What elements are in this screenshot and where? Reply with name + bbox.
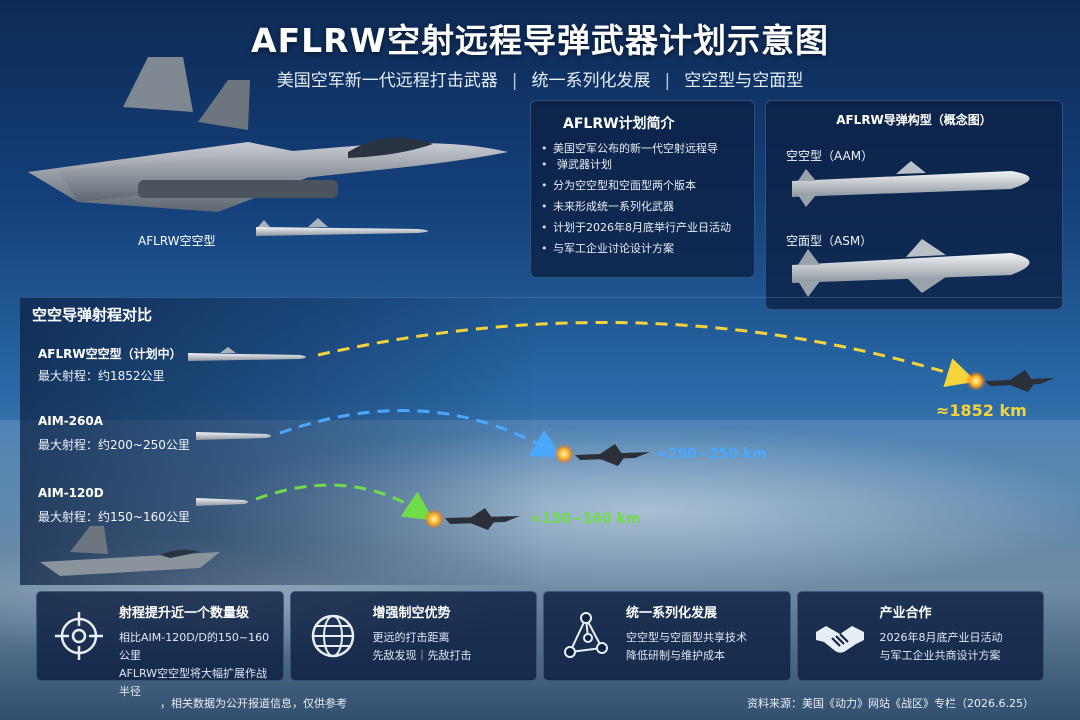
row-name-aim120d: AIM-120D (38, 486, 104, 500)
friendly-jet-illustration (40, 526, 220, 576)
feature-title: 射程提升近一个数量级 (119, 606, 250, 621)
trajectory-diagram (40, 321, 1055, 576)
missile-concept-panel: AFLRW导弹构型（概念图） 空空型（AAM） 空面型（ASM） (765, 100, 1063, 310)
aam-label: 空空型（AAM） (786, 149, 874, 163)
page-title: AFLRW空射远程导弹武器计划示意图 (251, 21, 829, 60)
feature-line: 与军工企业共商设计方案 (879, 649, 1001, 662)
feature-line: 2026年8月底产业日活动 (879, 631, 1003, 644)
handshake-icon (815, 626, 864, 653)
feature-title: 统一系列化发展 (626, 606, 718, 621)
trajectory-aim260a (279, 409, 563, 459)
impact-flash (424, 509, 444, 529)
trajectory-aim120d (255, 483, 435, 521)
subtitle-part: 统一系列化发展 (531, 71, 651, 91)
feature-card: 统一系列化发展 空空型与空面型共享技术 降低研制与维护成本 (543, 591, 791, 681)
missile-aflrw (188, 347, 306, 361)
intro-list: 美国空军公布的新一代空射远程导 弹武器计划 分为空空型和空面型两个版本 未来形成… (541, 141, 744, 257)
feature-line: 降低研制与维护成本 (626, 649, 725, 662)
footer-source: 资料来源：美国《动力》网站《战区》专栏（2026.6.25） (747, 697, 1034, 710)
hero-fighter-jet-illustration (28, 57, 508, 236)
page-subtitle: 美国空军新一代远程打击武器|统一系列化发展|空空型与空面型 (276, 71, 804, 91)
feature-title: 增强制空优势 (372, 606, 451, 621)
hero-missile-label: AFLRW空空型 (138, 234, 216, 248)
subtitle-part: 美国空军新一代远程打击武器 (276, 71, 498, 91)
asm-label: 空面型（ASM） (786, 234, 873, 248)
crosshair-icon (55, 612, 103, 660)
target-jet (445, 508, 520, 530)
intro-item: 计划于2026年8月底举行产业日活动 (541, 220, 744, 236)
concept-title: AFLRW导弹构型（概念图） (836, 113, 992, 127)
globe-icon (311, 614, 354, 658)
impact-flash (554, 444, 574, 464)
impact-flash (966, 371, 986, 391)
feature-line: AFLRW空空型将大幅扩展作战半径 (119, 667, 268, 698)
intro-title: AFLRW计划简介 (563, 116, 675, 132)
intro-item: 分为空空型和空面型两个版本 (541, 178, 744, 194)
feature-title: 产业合作 (879, 606, 932, 621)
row-range-aim120d: 最大射程：约150~160公里 (38, 510, 190, 524)
network-icon (564, 612, 608, 658)
row-name-aflrw: AFLRW空空型（计划中） (38, 347, 182, 361)
feature-card: 产业合作 2026年8月底产业日活动 与军工企业共商设计方案 (796, 591, 1044, 681)
feature-card: 射程提升近一个数量级 相比AIM-120D/D的150~160公里 AFLRW空… (36, 591, 284, 698)
row-range-aim260a: 最大射程：约200~250公里 (38, 438, 190, 452)
feature-card: 增强制空优势 更远的打击距离 先敌发现｜先敌打击 (289, 591, 537, 681)
subtitle-part: 空空型与空面型 (684, 71, 804, 91)
range-label-aim260a: ≈200~250 km (656, 446, 767, 462)
trajectory-aflrw (317, 321, 977, 387)
compare-title: 空空导弹射程对比 (32, 306, 153, 324)
intro-item: 未来形成统一系列化武器 (541, 199, 744, 215)
feature-line: 空空型与空面型共享技术 (626, 631, 747, 644)
range-label-aflrw: ≈1852 km (936, 401, 1027, 420)
feature-line: 先敌发现｜先敌打击 (372, 649, 472, 662)
row-range-aflrw: 最大射程：约1852公里 (38, 369, 165, 383)
missile-aim120d (196, 498, 248, 506)
intro-item: 与军工企业讨论设计方案 (541, 241, 744, 257)
range-label-aim120d: ≈150~160 km (530, 511, 641, 527)
aam-missile-illustration (792, 161, 1030, 207)
intro-item: 美国空军公布的新一代空射远程导 (541, 141, 744, 157)
footer-disclaimer: ，相关数据为公开报道信息，仅供参考 (160, 697, 347, 710)
target-jet (575, 444, 650, 466)
missile-aim260a (196, 432, 271, 440)
row-name-aim260a: AIM-260A (38, 414, 104, 428)
feature-line: 更远的打击距离 (372, 631, 450, 644)
feature-line: 相比AIM-120D/D的150~160公里 (119, 631, 270, 662)
target-jet (985, 370, 1055, 392)
program-intro-panel: AFLRW计划简介 美国空军公布的新一代空射远程导 弹武器计划 分为空空型和空面… (530, 100, 755, 278)
intro-item-continued: 弹武器计划 (541, 157, 744, 173)
asm-missile-illustration (792, 239, 1030, 297)
feature-cards: 射程提升近一个数量级 相比AIM-120D/D的150~160公里 AFLRW空… (36, 591, 1044, 698)
